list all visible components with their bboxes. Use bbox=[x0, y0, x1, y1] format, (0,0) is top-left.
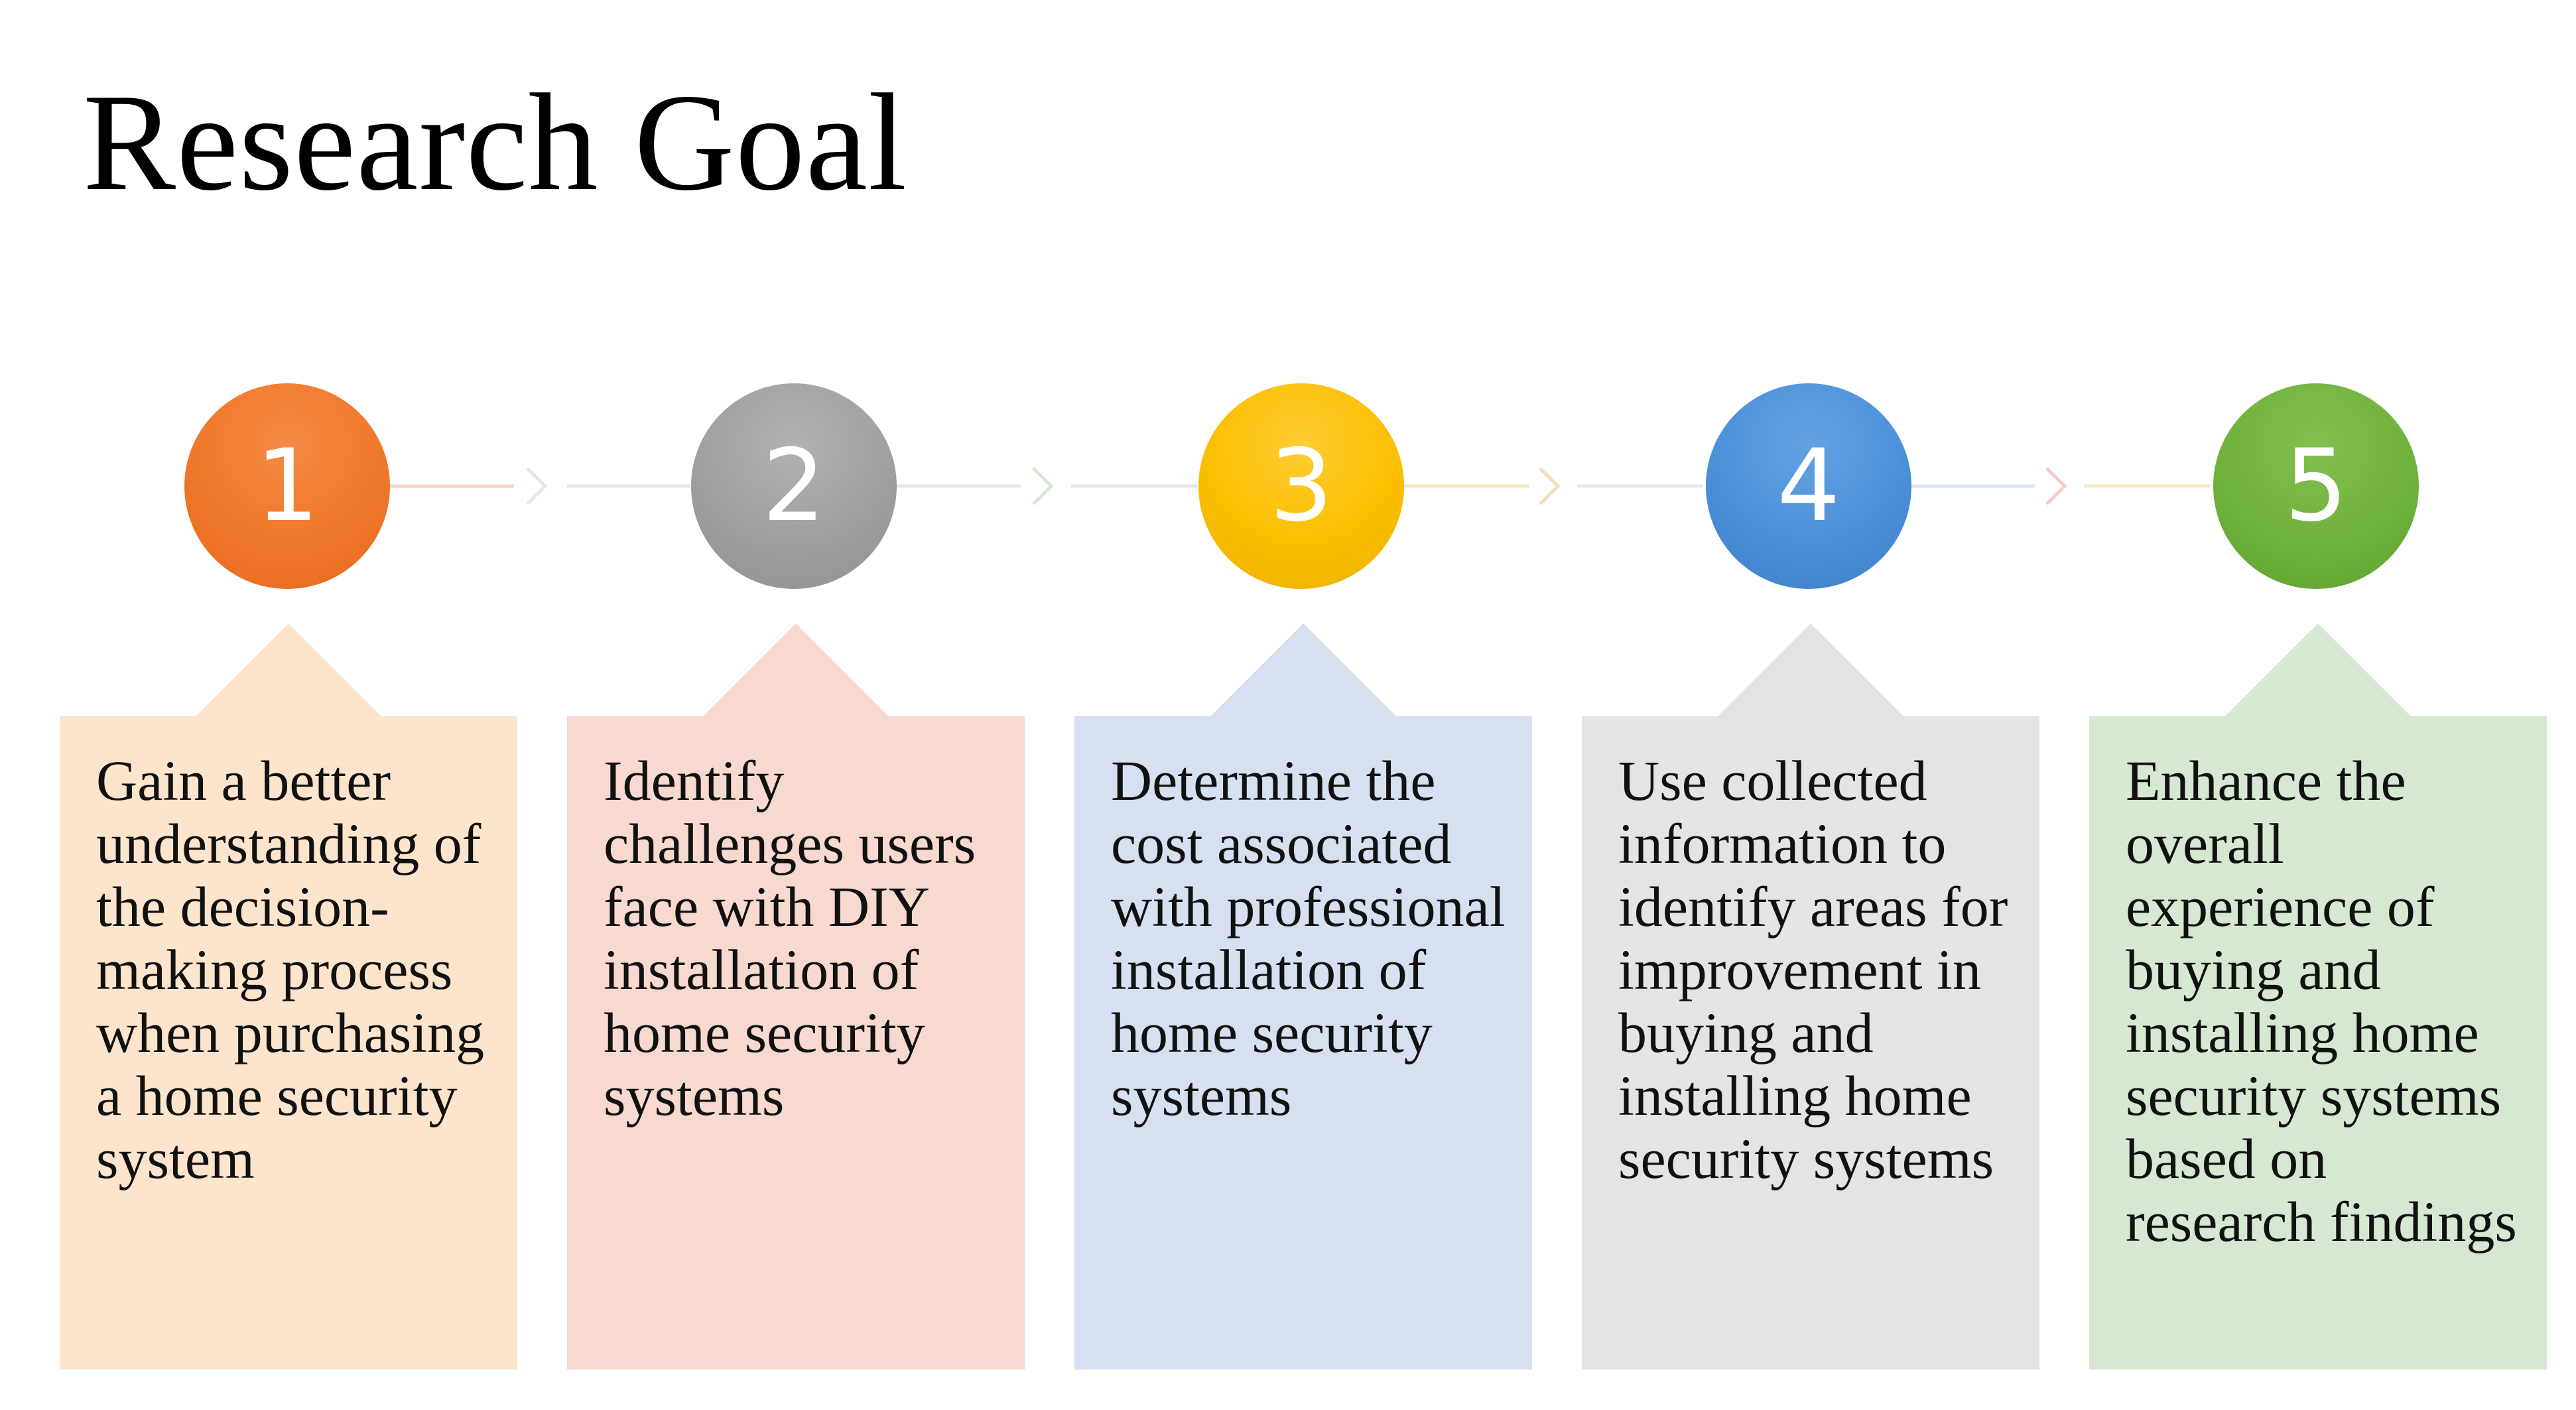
step-text-1: Gain a better understanding of the decis… bbox=[96, 749, 485, 1190]
step-text-5: Enhance the overall experience of buying… bbox=[2126, 749, 2517, 1253]
step-box-3: Determine the cost associated with profe… bbox=[1074, 623, 1532, 1370]
step-box-1: Gain a better understanding of the decis… bbox=[60, 623, 517, 1370]
connector-chevron-4 bbox=[2045, 467, 2067, 505]
step-box-2: Identify challenges users face with DIY … bbox=[567, 623, 1025, 1370]
step-pointer-5 bbox=[2225, 623, 2411, 716]
step-pointer-2 bbox=[703, 623, 889, 716]
step-pointer-1 bbox=[196, 623, 381, 716]
step-number-1: 1 bbox=[255, 428, 319, 544]
step-text-4: Use collected information to identify ar… bbox=[1618, 749, 2008, 1190]
connector-chevron-3 bbox=[1539, 467, 1561, 505]
step-circle-3: 3 bbox=[1198, 383, 1404, 589]
step-pointer-3 bbox=[1210, 623, 1396, 716]
step-text-3: Determine the cost associated with profe… bbox=[1111, 749, 1506, 1127]
step-circle-4: 4 bbox=[1706, 383, 1911, 589]
step-number-3: 3 bbox=[1269, 428, 1333, 544]
connector-chevron-1 bbox=[526, 467, 548, 505]
step-number-2: 2 bbox=[762, 428, 826, 544]
step-box-4: Use collected information to identify ar… bbox=[1582, 623, 2039, 1370]
step-circle-2: 2 bbox=[691, 383, 897, 589]
connector-chevron-2 bbox=[1032, 467, 1054, 505]
step-text-2: Identify challenges users face with DIY … bbox=[604, 749, 976, 1127]
step-circle-5: 5 bbox=[2213, 383, 2419, 589]
step-circle-1: 1 bbox=[184, 383, 390, 589]
page-title: Research Goal bbox=[83, 66, 908, 220]
step-box-5: Enhance the overall experience of buying… bbox=[2089, 623, 2547, 1370]
step-number-5: 5 bbox=[2284, 428, 2348, 544]
step-pointer-4 bbox=[1718, 623, 1903, 716]
step-number-4: 4 bbox=[1777, 428, 1840, 544]
